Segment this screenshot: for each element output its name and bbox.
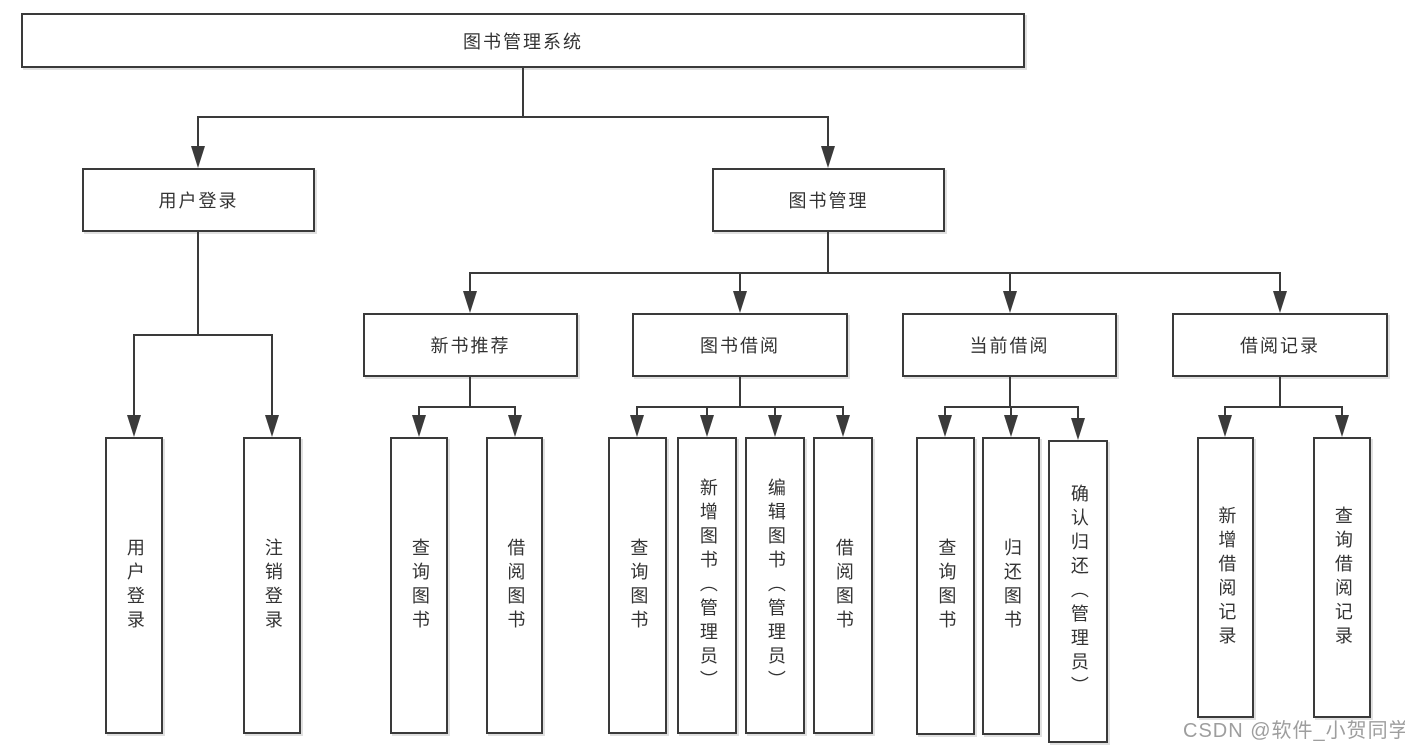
connector-drop <box>774 406 776 417</box>
connector-drop <box>1341 406 1343 417</box>
node-new-book-recommendation: 新书推荐 <box>363 313 578 377</box>
connector-book-borrowing-stub <box>739 377 741 408</box>
connector-drop <box>944 406 946 417</box>
connector-drop <box>1279 272 1281 293</box>
connector-current-borrowing-stub <box>1009 377 1011 408</box>
arrow-down-icon <box>1273 291 1287 313</box>
arrow-down-icon <box>1071 418 1085 440</box>
connector-new-book-bus <box>418 406 516 408</box>
connector-drop <box>197 116 199 148</box>
connector-drop <box>133 334 135 416</box>
leaf-query-books-current: 查询图书 <box>916 437 975 735</box>
leaf-label: 查询图书 <box>628 537 649 634</box>
leaf-label: 查询借阅记录 <box>1332 505 1353 650</box>
connector-drop <box>636 406 638 417</box>
csdn-watermark: CSDN @软件_小贺同学 <box>1183 720 1405 742</box>
arrow-down-icon <box>1003 291 1017 313</box>
connector-drop <box>739 272 741 293</box>
node-user-login: 用户登录 <box>82 168 315 232</box>
arrow-down-icon <box>821 146 835 168</box>
connector-user-login-stub <box>197 232 199 335</box>
arrow-down-icon <box>1004 415 1018 437</box>
leaf-label: 用户登录 <box>124 537 145 634</box>
arrow-down-icon <box>1218 415 1232 437</box>
connector-user-login-bus <box>133 334 273 336</box>
connector-book-borrowing-bus <box>636 406 844 408</box>
leaf-label: 新增图书（管理员） <box>697 477 718 694</box>
arrow-down-icon <box>463 291 477 313</box>
connector-drop <box>514 406 516 417</box>
connector-borrowing-records-bus <box>1224 406 1343 408</box>
leaf-logout: 注销登录 <box>243 437 301 734</box>
leaf-borrow-books-recommend: 借阅图书 <box>486 437 543 734</box>
leaf-add-borrowing-record: 新增借阅记录 <box>1197 437 1254 718</box>
connector-drop <box>418 406 420 417</box>
connector-drop <box>469 272 471 293</box>
leaf-query-books-recommend: 查询图书 <box>390 437 448 734</box>
connector-book-management-stub <box>827 232 829 273</box>
leaf-label: 查询图书 <box>409 537 430 634</box>
node-library-management-system: 图书管理系统 <box>21 13 1025 68</box>
connector-book-management-bus <box>469 272 1281 274</box>
leaf-label: 确认归还（管理员） <box>1068 483 1089 700</box>
arrow-down-icon <box>700 415 714 437</box>
leaf-user-login: 用户登录 <box>105 437 163 734</box>
connector-borrowing-records-stub <box>1279 377 1281 408</box>
connector-drop <box>1077 406 1079 419</box>
leaf-confirm-return-admin: 确认归还（管理员） <box>1048 440 1108 743</box>
leaf-label: 编辑图书（管理员） <box>765 477 786 694</box>
arrow-down-icon <box>265 415 279 437</box>
arrow-down-icon <box>127 415 141 437</box>
leaf-borrow-books-borrowing: 借阅图书 <box>813 437 873 734</box>
leaf-add-books-admin: 新增图书（管理员） <box>677 437 737 734</box>
connector-new-book-stub <box>469 377 471 408</box>
connector-root-bus <box>197 116 829 118</box>
leaf-label: 查询图书 <box>936 538 957 634</box>
connector-drop <box>827 116 829 148</box>
connector-drop <box>706 406 708 417</box>
connector-drop <box>271 334 273 416</box>
leaf-query-borrowing-record: 查询借阅记录 <box>1313 437 1371 718</box>
leaf-query-books-borrowing: 查询图书 <box>608 437 667 734</box>
connector-drop <box>842 406 844 417</box>
leaf-label: 借阅图书 <box>833 537 854 634</box>
leaf-label: 注销登录 <box>262 537 283 634</box>
leaf-return-books: 归还图书 <box>982 437 1040 735</box>
arrow-down-icon <box>768 415 782 437</box>
arrow-down-icon <box>412 415 426 437</box>
connector-root-stub <box>522 68 524 117</box>
leaf-label: 借阅图书 <box>505 537 526 634</box>
leaf-label: 新增借阅记录 <box>1216 505 1237 650</box>
connector-drop <box>1010 406 1012 417</box>
arrow-down-icon <box>630 415 644 437</box>
node-current-borrowing: 当前借阅 <box>902 313 1117 377</box>
connector-drop <box>1224 406 1226 417</box>
arrow-down-icon <box>836 415 850 437</box>
arrow-down-icon <box>191 146 205 168</box>
node-book-management: 图书管理 <box>712 168 945 232</box>
arrow-down-icon <box>733 291 747 313</box>
leaf-edit-books-admin: 编辑图书（管理员） <box>745 437 805 734</box>
connector-drop <box>1009 272 1011 293</box>
node-borrowing-records: 借阅记录 <box>1172 313 1388 377</box>
arrow-down-icon <box>938 415 952 437</box>
node-book-borrowing: 图书借阅 <box>632 313 848 377</box>
arrow-down-icon <box>1335 415 1349 437</box>
arrow-down-icon <box>508 415 522 437</box>
leaf-label: 归还图书 <box>1001 538 1022 634</box>
